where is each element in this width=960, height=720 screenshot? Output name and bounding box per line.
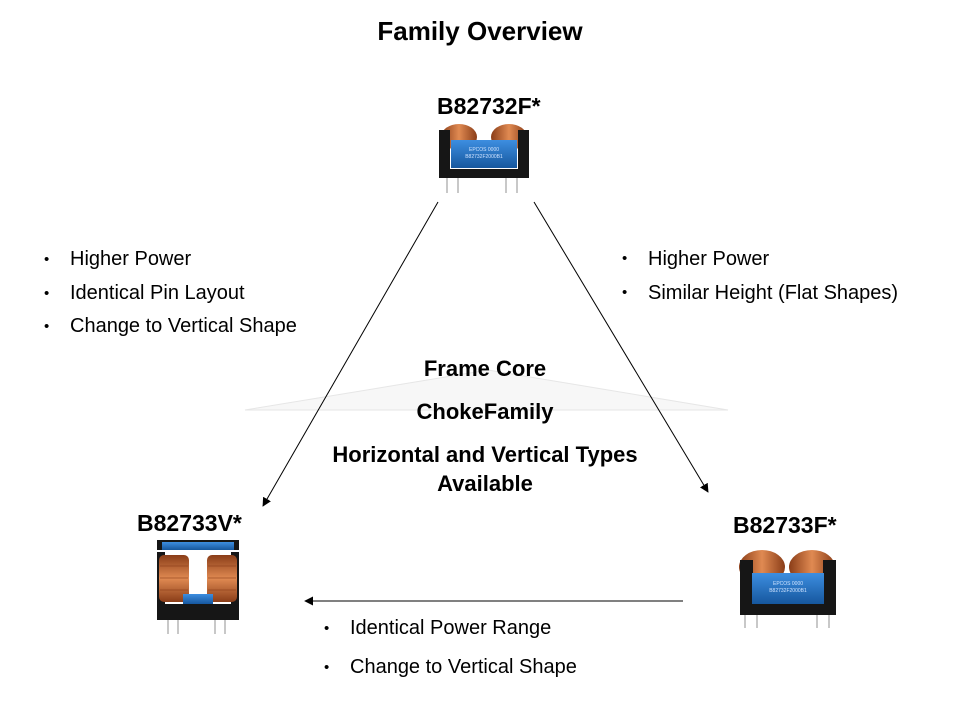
- page-title: Family Overview: [377, 16, 583, 46]
- center-text-choke-family: ChokeFamily: [416, 399, 554, 424]
- marking-line2-top: B82732F2000B1: [465, 154, 503, 160]
- list-item: Higher Power: [620, 242, 898, 276]
- bullet-list-bottom: Identical Power Range Change to Vertical…: [322, 609, 577, 687]
- marking-line2-bottom-right: B82732F2000B1: [769, 588, 807, 594]
- background-triangle-shape: [244, 369, 729, 411]
- marking-line1-top: EPCOS 0000: [469, 147, 499, 153]
- model-label-bottom-left: B82733V*: [137, 510, 242, 536]
- list-item: Change to Vertical Shape: [322, 648, 577, 687]
- choke-image-bottom-right: EPCOS 0000 B82732F2000B1: [739, 550, 836, 628]
- center-text-frame-core: Frame Core: [423, 356, 547, 381]
- choke-image-bottom-left: [157, 540, 239, 634]
- list-item: Higher Power: [42, 243, 297, 277]
- model-label-bottom-right: B82733F*: [733, 512, 837, 538]
- list-item: Similar Height (Flat Shapes): [620, 276, 898, 310]
- bullet-list-right: Higher Power Similar Height (Flat Shapes…: [620, 242, 898, 310]
- marking-line1-bottom-right: EPCOS 0000: [773, 581, 803, 587]
- arrow-top-to-bottom-right: [533, 201, 709, 493]
- list-item: Identical Power Range: [322, 609, 577, 648]
- choke-image-top: EPCOS 0000 B82732F2000B1: [439, 124, 529, 193]
- arrow-top-to-bottom-left: [262, 201, 439, 507]
- center-text-types-available: Horizontal and Vertical Types Available: [332, 442, 638, 496]
- model-label-top: B82732F*: [437, 93, 541, 119]
- bullet-list-left: Higher Power Identical Pin Layout Change…: [42, 243, 297, 344]
- list-item: Change to Vertical Shape: [42, 310, 297, 344]
- list-item: Identical Pin Layout: [42, 277, 297, 311]
